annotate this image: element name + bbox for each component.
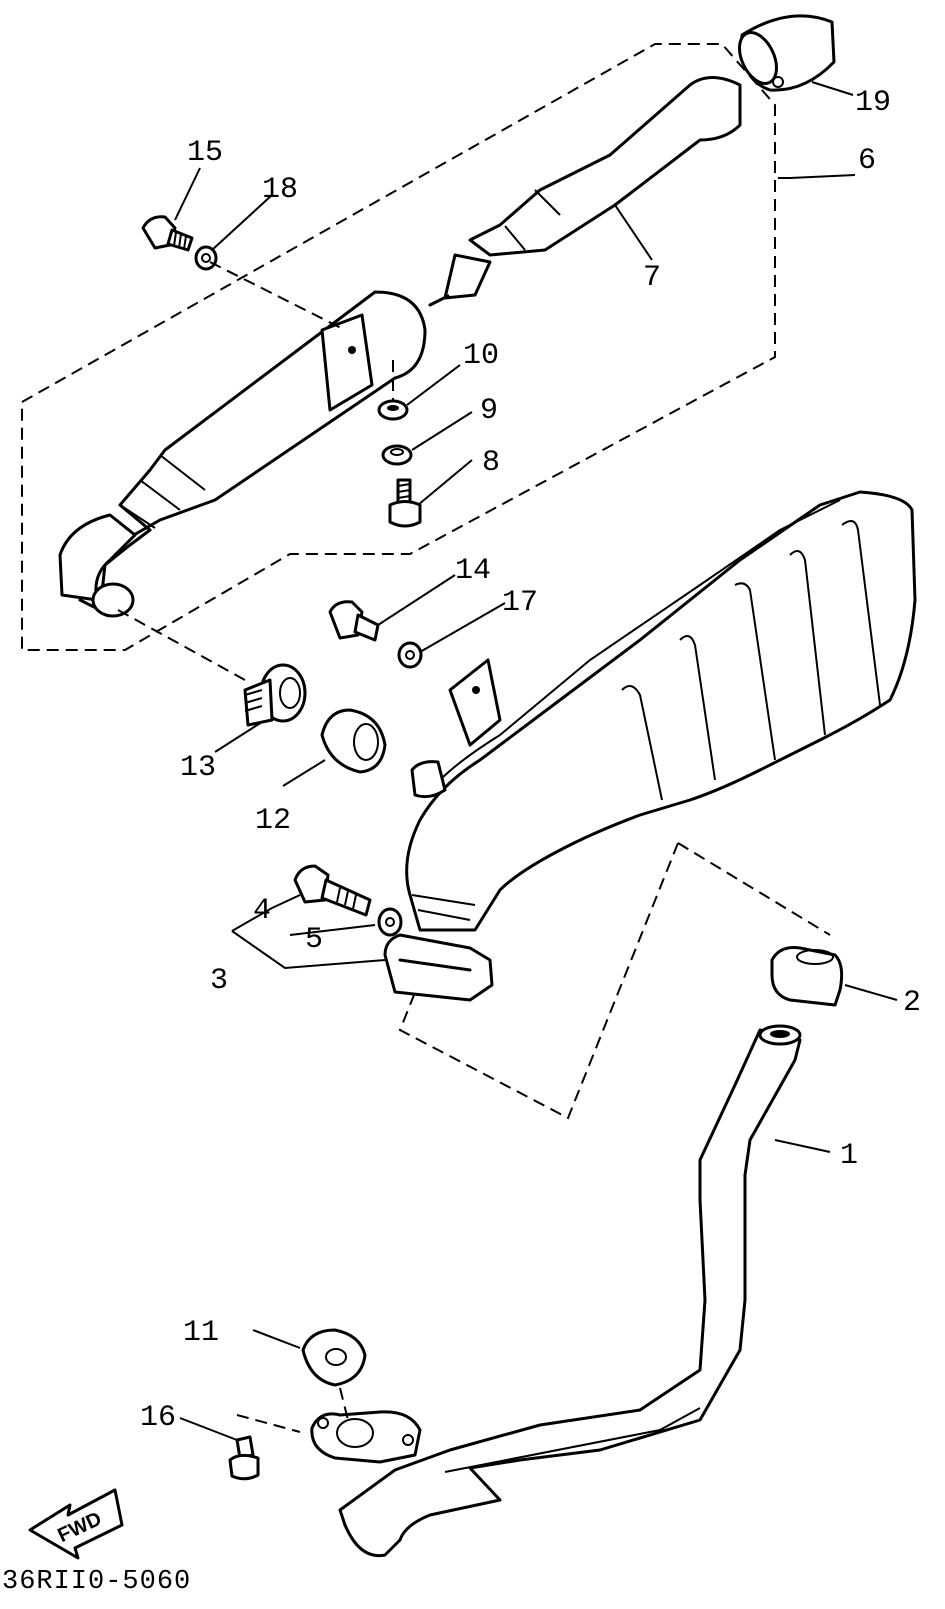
bolt-16-part bbox=[228, 1435, 260, 1481]
end-cap-part bbox=[738, 14, 836, 92]
callout-1: 1 bbox=[840, 1139, 858, 1173]
callout-19: 19 bbox=[855, 86, 891, 120]
collar-9-part bbox=[381, 444, 413, 466]
callout-6: 6 bbox=[858, 144, 876, 178]
callout-10: 10 bbox=[463, 339, 499, 373]
bolt-4-part bbox=[293, 864, 372, 917]
gasket-12-part bbox=[320, 708, 387, 774]
washer-5-part bbox=[377, 907, 403, 937]
leader-13-to-muffler bbox=[117, 609, 246, 681]
leader-15-18-to-bracket bbox=[209, 261, 346, 331]
callout-2: 2 bbox=[903, 986, 921, 1020]
callout-15: 15 bbox=[187, 136, 223, 170]
gasket-2-part bbox=[770, 946, 844, 1007]
leader-16-to-flange bbox=[236, 1414, 301, 1433]
callout-3: 3 bbox=[210, 964, 228, 998]
drawing-code: 36RII0-5060 bbox=[2, 1567, 192, 1597]
callout-18: 18 bbox=[262, 173, 298, 207]
callout-8: 8 bbox=[482, 446, 500, 480]
callout-17: 17 bbox=[502, 586, 538, 620]
upper-muffler-part bbox=[58, 290, 427, 618]
clamp-13-part bbox=[243, 663, 307, 727]
callout-16: 16 bbox=[140, 1401, 176, 1435]
washer-17-part bbox=[397, 641, 423, 669]
callout-4: 4 bbox=[253, 894, 271, 928]
callout-9: 9 bbox=[480, 394, 498, 428]
tail-pipe-part bbox=[428, 76, 742, 307]
assembly-6-dashed-outline bbox=[21, 43, 776, 651]
forward-arrow-icon: FWD bbox=[28, 1488, 124, 1560]
callout-13: 13 bbox=[180, 751, 216, 785]
exhaust-pipe-1-part bbox=[310, 1024, 802, 1558]
callout-leaders bbox=[174, 81, 898, 1441]
bolt-15-part bbox=[141, 215, 194, 252]
bolt-8-part bbox=[388, 478, 422, 528]
callout-11: 11 bbox=[183, 1316, 219, 1350]
callout-12: 12 bbox=[255, 804, 291, 838]
grommet-10-part bbox=[377, 399, 409, 421]
leader-11-vertical bbox=[339, 1387, 349, 1421]
callout-5: 5 bbox=[305, 923, 323, 957]
gasket-11-part bbox=[301, 1328, 367, 1387]
silencer-body-part bbox=[383, 490, 917, 1002]
assembly-1-dashed-outline bbox=[398, 842, 831, 1120]
bolt-14-part bbox=[328, 600, 380, 642]
callout-numbers: 1 2 3 4 5 6 7 8 9 10 11 12 13 14 15 16 1… bbox=[140, 86, 921, 1435]
callout-14: 14 bbox=[455, 554, 491, 588]
callout-7: 7 bbox=[643, 261, 661, 295]
